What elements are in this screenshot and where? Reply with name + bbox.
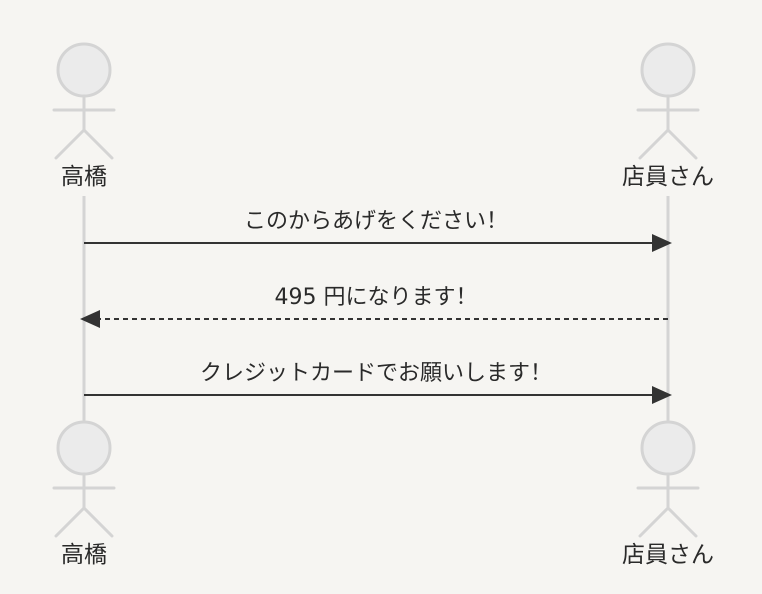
arrowhead-right-icon <box>652 386 672 404</box>
message-label: クレジットカードでお願いします！ <box>200 361 552 386</box>
message-1: このからあげをください！ <box>84 209 672 252</box>
message-label: このからあげをください！ <box>244 209 508 234</box>
arrowhead-right-icon <box>652 234 672 252</box>
actor-label-takahashi-bottom: 高橋 <box>61 542 107 568</box>
stick-figure-icon <box>636 420 700 538</box>
stick-figure-icon <box>52 420 116 538</box>
actor-clerk-top: 店員さん <box>622 42 714 190</box>
actor-clerk-bottom: 店員さん <box>622 420 714 568</box>
actor-takahashi-top: 高橋 <box>52 42 116 190</box>
actor-takahashi-bottom: 高橋 <box>52 420 116 568</box>
stick-figure-icon <box>52 42 116 160</box>
actor-label-takahashi-top: 高橋 <box>61 164 107 190</box>
message-3: クレジットカードでお願いします！ <box>84 361 672 404</box>
actor-label-clerk-top: 店員さん <box>622 164 714 190</box>
actor-label-clerk-bottom: 店員さん <box>622 542 714 568</box>
arrowhead-left-icon <box>80 310 100 328</box>
message-label: 495 円になります！ <box>275 285 478 310</box>
message-2: 495 円になります！ <box>80 285 668 328</box>
stick-figure-icon <box>636 42 700 160</box>
